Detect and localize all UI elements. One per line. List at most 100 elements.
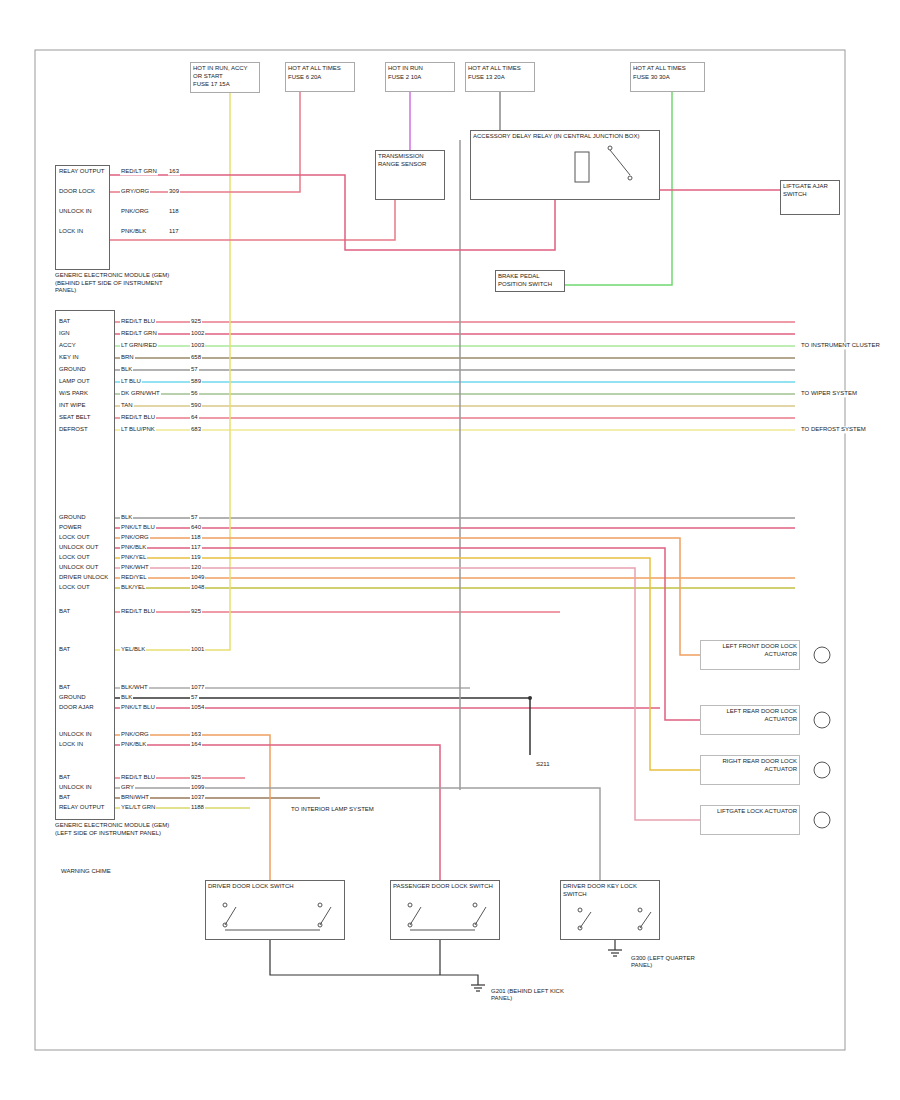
switch-blade (580, 912, 591, 928)
circuit-number: 1002 (190, 330, 205, 337)
wire-color: BLK (120, 514, 133, 521)
pin-name: DEFROST (58, 426, 89, 433)
actuator: LEFT REAR DOOR LOCK ACTUATOR (700, 705, 800, 735)
wire-color: PNK/ORG (120, 208, 150, 215)
switch-contact (473, 903, 477, 907)
relay-contact (628, 176, 632, 180)
component-name: BRAKE PEDAL POSITION SWITCH (498, 273, 562, 288)
circuit-number: 1001 (190, 646, 205, 653)
wire-color: RED/LT GRN (120, 330, 158, 337)
switch-box: LIFTGATE AJAR SWITCH (780, 180, 840, 215)
wire-connector (660, 189, 780, 191)
wire-connector (115, 788, 600, 880)
ground-label: G300 (LEFT QUARTER PANEL) (630, 955, 712, 969)
pin-name: SEAT BELT (58, 414, 91, 421)
component-name: HOT IN RUN, ACCY OR START (193, 65, 257, 80)
note: WARNING CHIME (60, 868, 112, 875)
circuit-number: 1077 (190, 684, 205, 691)
pin-name: DOOR AJAR (58, 704, 95, 711)
circuit-number: 1054 (190, 704, 205, 711)
pin-name: LAMP OUT (58, 378, 91, 385)
component-name: RIGHT REAR DOOR LOCK ACTUATOR (703, 758, 797, 773)
relay-contact (608, 146, 612, 150)
fuse-source: HOT IN RUNFUSE 2 10A (385, 62, 455, 92)
wire (115, 429, 795, 431)
switch-symbol (223, 903, 651, 930)
wire (115, 369, 795, 371)
module-heading: GENERIC ELECTRONIC MODULE (GEM) (LEFT SI… (55, 822, 175, 837)
wire-connector (115, 558, 700, 770)
wire-color: PNK/WHT (120, 564, 150, 571)
circuit-number: 118 (168, 208, 180, 215)
switch-box: PASSENGER DOOR LOCK SWITCH (390, 880, 500, 940)
pin-name: GROUND (58, 514, 87, 521)
wire-color: BLK/WHT (120, 684, 149, 691)
fuse-source: HOT AT ALL TIMESFUSE 6 20A (285, 62, 355, 92)
ground-wire (614, 940, 615, 950)
wire-color: RED/LT GRN (120, 168, 158, 175)
motor-symbol (814, 712, 830, 728)
pin-name: LOCK IN (58, 228, 84, 235)
wire-color: RED/LT BLU (120, 318, 156, 325)
wire-color: RED/YEL (120, 574, 148, 581)
ground-symbol (476, 990, 480, 991)
wire-connector (565, 92, 672, 285)
wire-color: PNK/LT BLU (120, 524, 156, 531)
ground-symbol (613, 955, 617, 956)
wire-color: PNK/ORG (120, 731, 150, 738)
switch-blade (410, 907, 421, 925)
wire (115, 577, 795, 579)
wire-connector (115, 93, 230, 651)
wire (115, 587, 795, 589)
wire-color: YEL/BLK (120, 646, 146, 653)
wire (115, 381, 795, 383)
wire-color: LT GRN/RED (120, 342, 158, 349)
wire (115, 393, 795, 395)
circuit-number: 118 (190, 534, 202, 541)
circuit-number: 117 (168, 228, 180, 235)
circuit-number: 1003 (190, 342, 205, 349)
component-name: PASSENGER DOOR LOCK SWITCH (393, 883, 497, 891)
pin-name: RELAY OUTPUT (58, 804, 105, 811)
pin-name: GROUND (58, 366, 87, 373)
circuit-number: 119 (190, 554, 202, 561)
circuit-number: 925 (190, 608, 202, 615)
note: TO DEFROST SYSTEM (800, 426, 867, 433)
motor-symbol (814, 812, 830, 828)
circuit-number: 57 (190, 694, 199, 701)
circuit-number: 120 (190, 564, 202, 571)
wire-color: BLK (120, 366, 133, 373)
wire-color: DK GRN/WHT (120, 390, 161, 397)
splice-dot (528, 696, 532, 700)
switch-contact (578, 908, 582, 912)
pin-name: BAT (58, 318, 71, 325)
ground-label: G201 (BEHIND LEFT KICK PANEL) (490, 988, 572, 1002)
wire-color: PNK/ORG (120, 534, 150, 541)
wire-color: BLK/YEL (120, 584, 146, 591)
pin-name: UNLOCK IN (58, 784, 93, 791)
wire-connector (110, 175, 555, 250)
component-name: LIFTGATE AJAR SWITCH (783, 183, 837, 198)
pin-name: IGN (58, 330, 71, 337)
ground-symbol (474, 987, 482, 988)
component-name: LEFT FRONT DOOR LOCK ACTUATOR (703, 643, 797, 658)
wire (115, 405, 795, 407)
wire-color: GRY (120, 784, 135, 791)
wire (115, 321, 795, 323)
actuator: RIGHT REAR DOOR LOCK ACTUATOR (700, 755, 800, 785)
splice-label: S211 (535, 761, 551, 768)
pin-name: RELAY OUTPUT (58, 168, 105, 175)
circuit-number: 163 (168, 168, 180, 175)
ground-wire (439, 940, 440, 975)
wire (115, 333, 795, 335)
wire-color: RED/LT BLU (120, 608, 156, 615)
component-name: HOT IN RUN (388, 65, 452, 73)
pin-name: LOCK OUT (58, 554, 91, 561)
pin-name: POWER (58, 524, 83, 531)
switch-contact (223, 903, 227, 907)
pin-name: LOCK IN (58, 741, 84, 748)
ground-symbol (471, 984, 485, 985)
component-name: DRIVER DOOR KEY LOCK SWITCH (563, 883, 657, 898)
circuit-number: 925 (190, 774, 202, 781)
wire (459, 140, 461, 790)
